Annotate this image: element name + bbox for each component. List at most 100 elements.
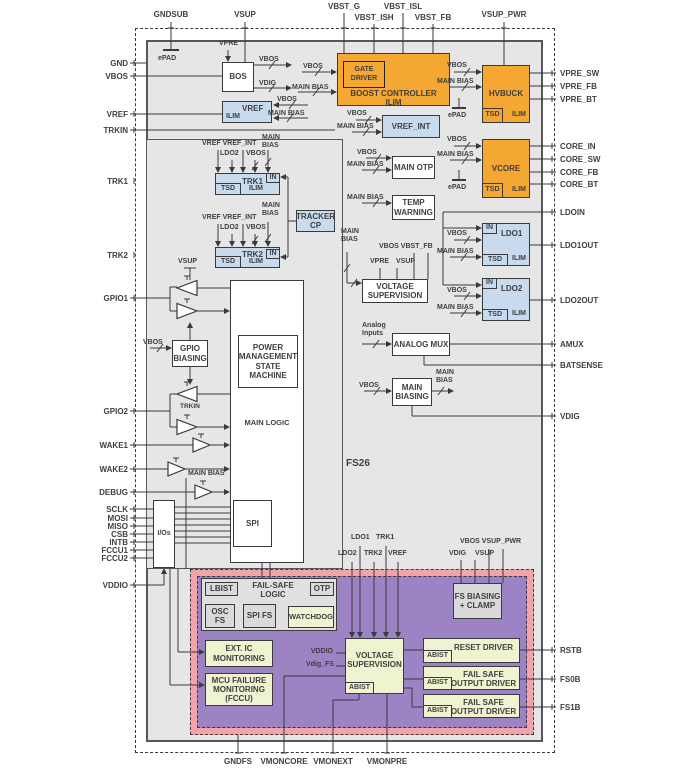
block-ios: I/Os	[153, 500, 175, 568]
vbos-label: VBOS	[357, 149, 377, 156]
trkin-label: TRKIN	[180, 403, 200, 410]
ldo2-in: IN	[482, 278, 497, 289]
pin-vbos: VBOS	[105, 72, 128, 81]
tsd-label: TSD	[485, 186, 500, 194]
block-vref-int: VREF_INT	[382, 115, 440, 138]
in-label: IN	[486, 279, 493, 287]
vbos-label: VBOS	[359, 382, 379, 389]
vref-signal-label: VREF	[388, 550, 407, 557]
boost-controller-label: BOOST CONTROLLER	[350, 89, 437, 98]
abist-label: ABIST	[427, 707, 448, 715]
pin-vmoncore: VMONCORE	[260, 757, 308, 766]
main-bias-label: MAIN BIAS	[337, 123, 374, 130]
main-bias-label: MAIN BIAS	[437, 304, 474, 311]
pin-vbst-isl: VBST_ISL	[383, 2, 423, 11]
pin-vddio: VDDIO	[102, 581, 128, 590]
in-label: IN	[269, 249, 277, 257]
vpre-label: VPRE	[219, 40, 239, 47]
epad-label: ePAD	[448, 184, 467, 191]
vsup-label: VSUP	[396, 258, 416, 265]
block-trk2: TRK2 TSD ILIM IN	[215, 247, 280, 268]
pin-vsup: VSUP	[234, 10, 256, 19]
vbos-label: VBOS	[246, 224, 266, 231]
block-tracker-cp: TRACKER CP	[296, 210, 335, 232]
ldo1-label: LDO1	[501, 229, 523, 238]
block-fs-voltage-supervision: VOLTAGE SUPERVISION ABIST	[345, 638, 404, 694]
vbos-label: VBOS	[143, 339, 163, 346]
pin-fs1b: FS1B	[560, 703, 581, 712]
main-bias-label: MAIN BIAS	[262, 134, 280, 150]
block-gpio-biasing: GPIO BIASING	[172, 340, 208, 367]
block-watchdog: WATCHDOG	[288, 606, 334, 628]
block-main-biasing: MAIN BIASING	[392, 378, 432, 406]
pin-wake1: WAKE1	[99, 441, 128, 450]
in-label: IN	[486, 224, 493, 232]
vdig-label: VDIG	[449, 550, 467, 557]
boost-ilim-label: ILIM	[385, 98, 402, 107]
analog-mux-label: ANALOG MUX	[393, 339, 449, 349]
block-trk1: TRK1 TSD ILIM IN	[215, 173, 280, 195]
trk2-in: IN	[266, 249, 280, 259]
reset-driver-label: RESET DRIVER	[453, 643, 514, 652]
block-bos: BOS	[222, 62, 254, 92]
tsd-label: TSD	[488, 255, 502, 263]
pin-fccu2: FCCU2	[101, 554, 128, 563]
fail-safe-logic-label: FAIL-SAFE LOGIC	[252, 581, 294, 600]
main-bias-label: MAIN BIAS	[347, 161, 384, 168]
vsup-label: VSUP	[475, 550, 495, 557]
trk1-tsd: TSD	[215, 183, 241, 195]
vpre-label: VPRE	[370, 258, 390, 265]
pin-miso: MISO	[107, 522, 128, 531]
main-bias-label: MAIN BIAS	[347, 194, 384, 201]
abist-label: ABIST	[427, 652, 448, 660]
vref-ilim-label: ILIM	[226, 113, 240, 120]
vcore-label: VCORE	[491, 163, 521, 173]
pin-core-in: CORE_IN	[560, 142, 596, 151]
pin-mosi: MOSI	[107, 514, 128, 523]
vbos-label: VBOS	[447, 62, 467, 69]
block-temp-warning: TEMP WARNING	[392, 195, 435, 220]
vref-vref-int-label: VREF VREF_INT	[202, 140, 257, 147]
main-logic-label: MAIN LOGIC	[244, 418, 290, 427]
hvbuck-tsd: TSD	[482, 108, 503, 123]
block-spi: SPI	[233, 500, 272, 547]
fail-safe-output-driver-label: FAIL SAFE OUTPUT DRIVER	[450, 698, 517, 717]
pin-vbst-fb: VBST_FB	[414, 13, 452, 22]
pin-vmonpre: VMONPRE	[366, 757, 408, 766]
tracker-cp-label: TRACKER CP	[295, 211, 336, 230]
pin-gnd: GND	[110, 59, 128, 68]
vbos-label: VBOS	[277, 96, 297, 103]
epad-label: ePAD	[158, 55, 177, 62]
block-reset-driver: RESET DRIVER ABIST	[423, 638, 520, 663]
block-ext-ic-monitoring: EXT. IC MONITORING	[205, 640, 273, 667]
otp-label: OTP	[313, 584, 331, 594]
vbos-label: VBOS	[303, 63, 323, 70]
pin-fs0b: FS0B	[560, 675, 581, 684]
ldo1-tsd: TSD	[482, 254, 508, 266]
pin-trk1: TRK1	[107, 177, 128, 186]
block-pmsm: POWER MANAGEMENT STATE MACHINE	[238, 335, 298, 388]
pin-gpio2: GPIO2	[103, 407, 128, 416]
analog-inputs-label: Analog Inputs	[362, 322, 386, 338]
pin-trkin: TRKIN	[103, 126, 128, 135]
main-otp-label: MAIN OTP	[393, 162, 434, 172]
pin-amux: AMUX	[560, 340, 584, 349]
main-biasing-label: MAIN BIASING	[395, 382, 429, 401]
ldo2-ilim-label: ILIM	[512, 309, 526, 317]
fail-safe-output-driver-label: FAIL SAFE OUTPUT DRIVER	[450, 670, 517, 689]
block-fs-biasing-clamp: FS BIASING + CLAMP	[453, 583, 502, 619]
temp-warning-label: TEMP WARNING	[394, 198, 433, 217]
vsup-label: VSUP	[178, 258, 198, 265]
block-gate-driver: GATE DRIVER	[343, 61, 385, 88]
pin-trk2: TRK2	[107, 251, 128, 260]
vcore-tsd: TSD	[482, 183, 503, 198]
block-fail-safe-output-driver-1: FAIL SAFE OUTPUT DRIVER ABIST	[423, 694, 520, 718]
vref-label: VREF	[242, 104, 264, 113]
ldo1-signal-label: LDO1	[351, 534, 370, 541]
trk2-ilim-label: ILIM	[249, 257, 263, 265]
pin-vref: VREF	[106, 110, 128, 119]
pin-vpre-fb: VPRE_FB	[560, 82, 597, 91]
vcore-ilim-label: ILIM	[512, 185, 526, 193]
pin-vsup-pwr: VSUP_PWR	[481, 10, 527, 19]
